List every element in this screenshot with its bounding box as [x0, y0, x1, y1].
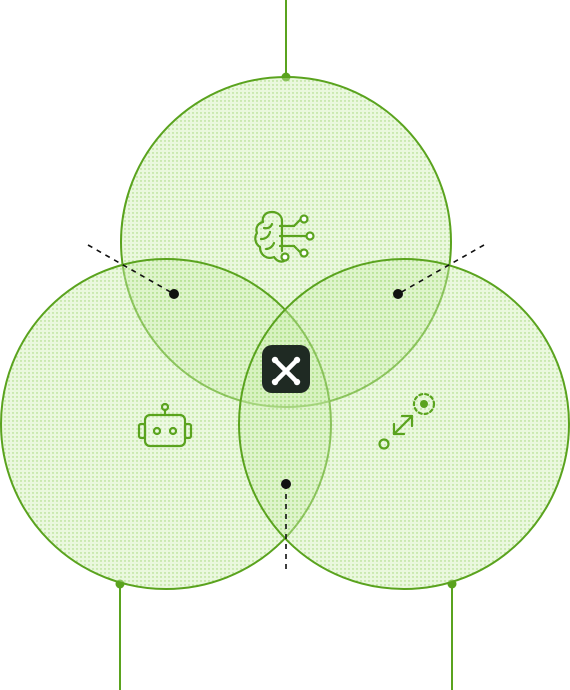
top-right-leader-dot	[393, 289, 403, 299]
left-circle	[0, 258, 332, 590]
cross-connect-logo-icon	[262, 345, 310, 393]
leader-lines	[87, 244, 485, 570]
venn-circles	[0, 76, 570, 590]
bottom-leader-dot	[281, 479, 291, 489]
top-left-leader-line	[87, 244, 175, 295]
top-left-leader-dot	[169, 289, 179, 299]
top-right-leader-line	[397, 244, 485, 295]
brain-circuit-icon	[254, 210, 315, 263]
robot-icon	[137, 402, 193, 448]
point-to-point-arrow-icon	[378, 392, 436, 450]
